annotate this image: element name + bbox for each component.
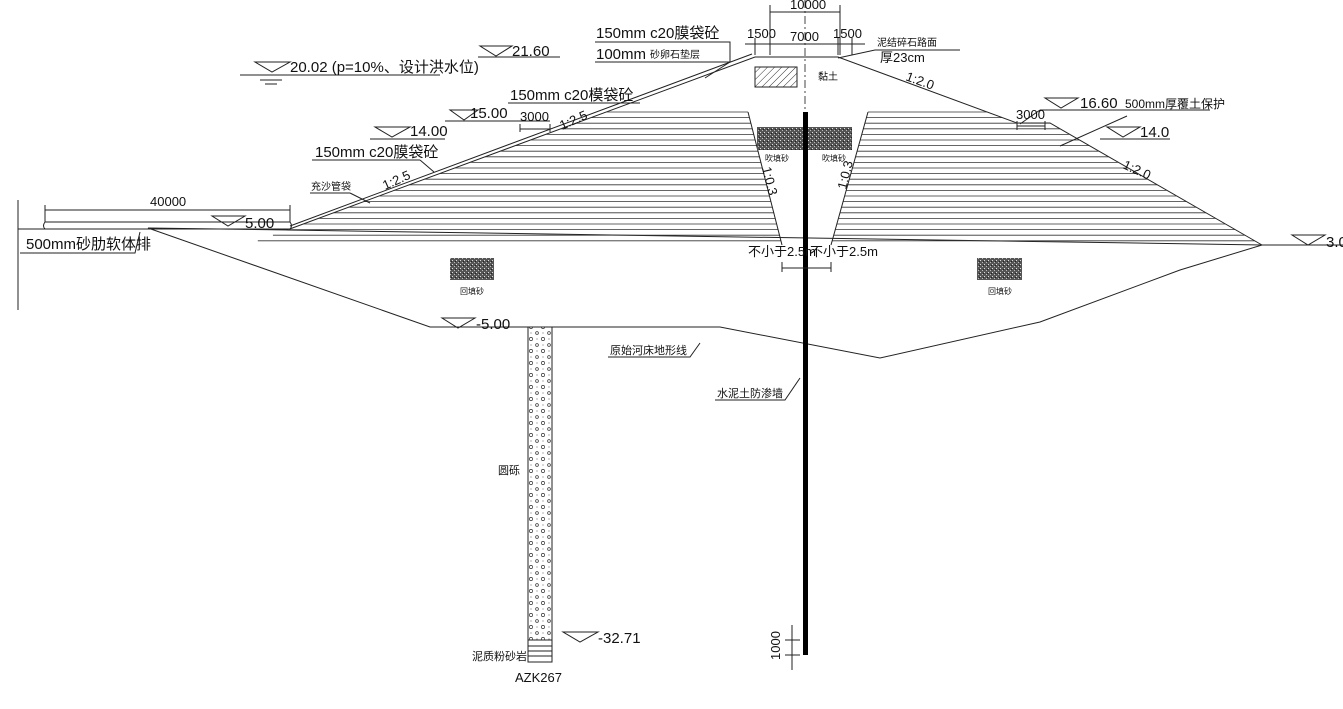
crest-layer2-label: 100mm: [596, 46, 646, 63]
dim-left: 1500: [747, 26, 776, 41]
backfill-block-left: [450, 258, 494, 280]
backfill-block-right: [977, 258, 1022, 280]
right-ground-level: 3.0: [1326, 234, 1343, 251]
riverbed-level: -5.00: [476, 316, 510, 333]
crest-layer2-material: 砂卵石垫层: [650, 48, 700, 61]
blown-sand-left-label: 吹填砂: [765, 153, 789, 163]
backfill-right-label: 回填砂: [988, 286, 1012, 296]
road-thickness-label: 厚23cm: [880, 50, 925, 65]
road-surface-label: 泥结碎石路面: [877, 36, 937, 49]
min-width-right: 不小于2.5m: [810, 244, 878, 259]
dim-total: 10000: [790, 0, 826, 12]
slope-right-lower: 1:2.0: [1121, 157, 1154, 182]
clay-hatch: [754, 66, 798, 88]
dim-apron: 40000: [150, 194, 186, 209]
cutoff-wall: [803, 112, 808, 655]
sand-tube-label: 充沙管袋: [311, 180, 351, 193]
blown-sand-right-label: 吹填砂: [822, 153, 846, 163]
borehole-label: AZK267: [515, 670, 562, 685]
siltstone-label: 泥质粉砂岩: [472, 649, 527, 663]
crest-level-label: 21.60: [512, 43, 550, 60]
soil-cover-label: 500mm厚覆土保护: [1125, 97, 1225, 111]
soft-mattress-label: 500mm砂肋软体排: [26, 236, 151, 253]
trench-slope-left: 1:0.3: [759, 165, 781, 197]
mould-bag-upper-label: 150mm c20模袋砼: [510, 87, 633, 104]
wall-embed-dim: 1000: [768, 631, 783, 660]
level-14-left: 14.00: [410, 123, 448, 140]
dim-right: 1500: [833, 26, 862, 41]
cutoff-wall-label: 水泥土防渗墙: [717, 386, 783, 400]
clay-label: 黏土: [818, 70, 838, 83]
berm-left-level: 15.00: [470, 105, 508, 122]
dim-mid: 7000: [790, 29, 819, 44]
slope-left-lower: 1:2.5: [380, 167, 413, 192]
trench-slope-right: 1:0.3: [834, 159, 856, 191]
berm-right-level: 16.60: [1080, 95, 1118, 112]
blown-sand-block-right: [808, 127, 852, 150]
apron-level: 5.00: [245, 215, 274, 232]
riverbed-line-label: 原始河床地形线: [610, 343, 687, 357]
sand-tube-layers: [257, 111, 1255, 242]
core-trench: [747, 111, 869, 246]
rock-level: -32.71: [598, 630, 641, 647]
berm-left-width: 3000: [520, 109, 549, 124]
min-width-left: 不小于2.5m: [748, 244, 816, 259]
gravel-label: 圆砾: [498, 464, 520, 477]
slope-right-upper: 1:2.0: [904, 69, 936, 93]
flood-level-label: 20.02 (p=10%、设计洪水位): [290, 59, 479, 76]
backfill-left-label: 回填砂: [460, 286, 484, 296]
level-14-right: 14.0: [1140, 124, 1169, 141]
blown-sand-block-left: [757, 127, 803, 150]
borehole-column: [527, 326, 553, 663]
crest-layer1-label: 150mm c20膜袋砼: [596, 25, 719, 42]
level-markers: [20, 5, 1327, 670]
mould-bag-lower-label: 150mm c20膜袋砼: [315, 144, 438, 161]
berm-right-width: 3000: [1016, 107, 1045, 122]
